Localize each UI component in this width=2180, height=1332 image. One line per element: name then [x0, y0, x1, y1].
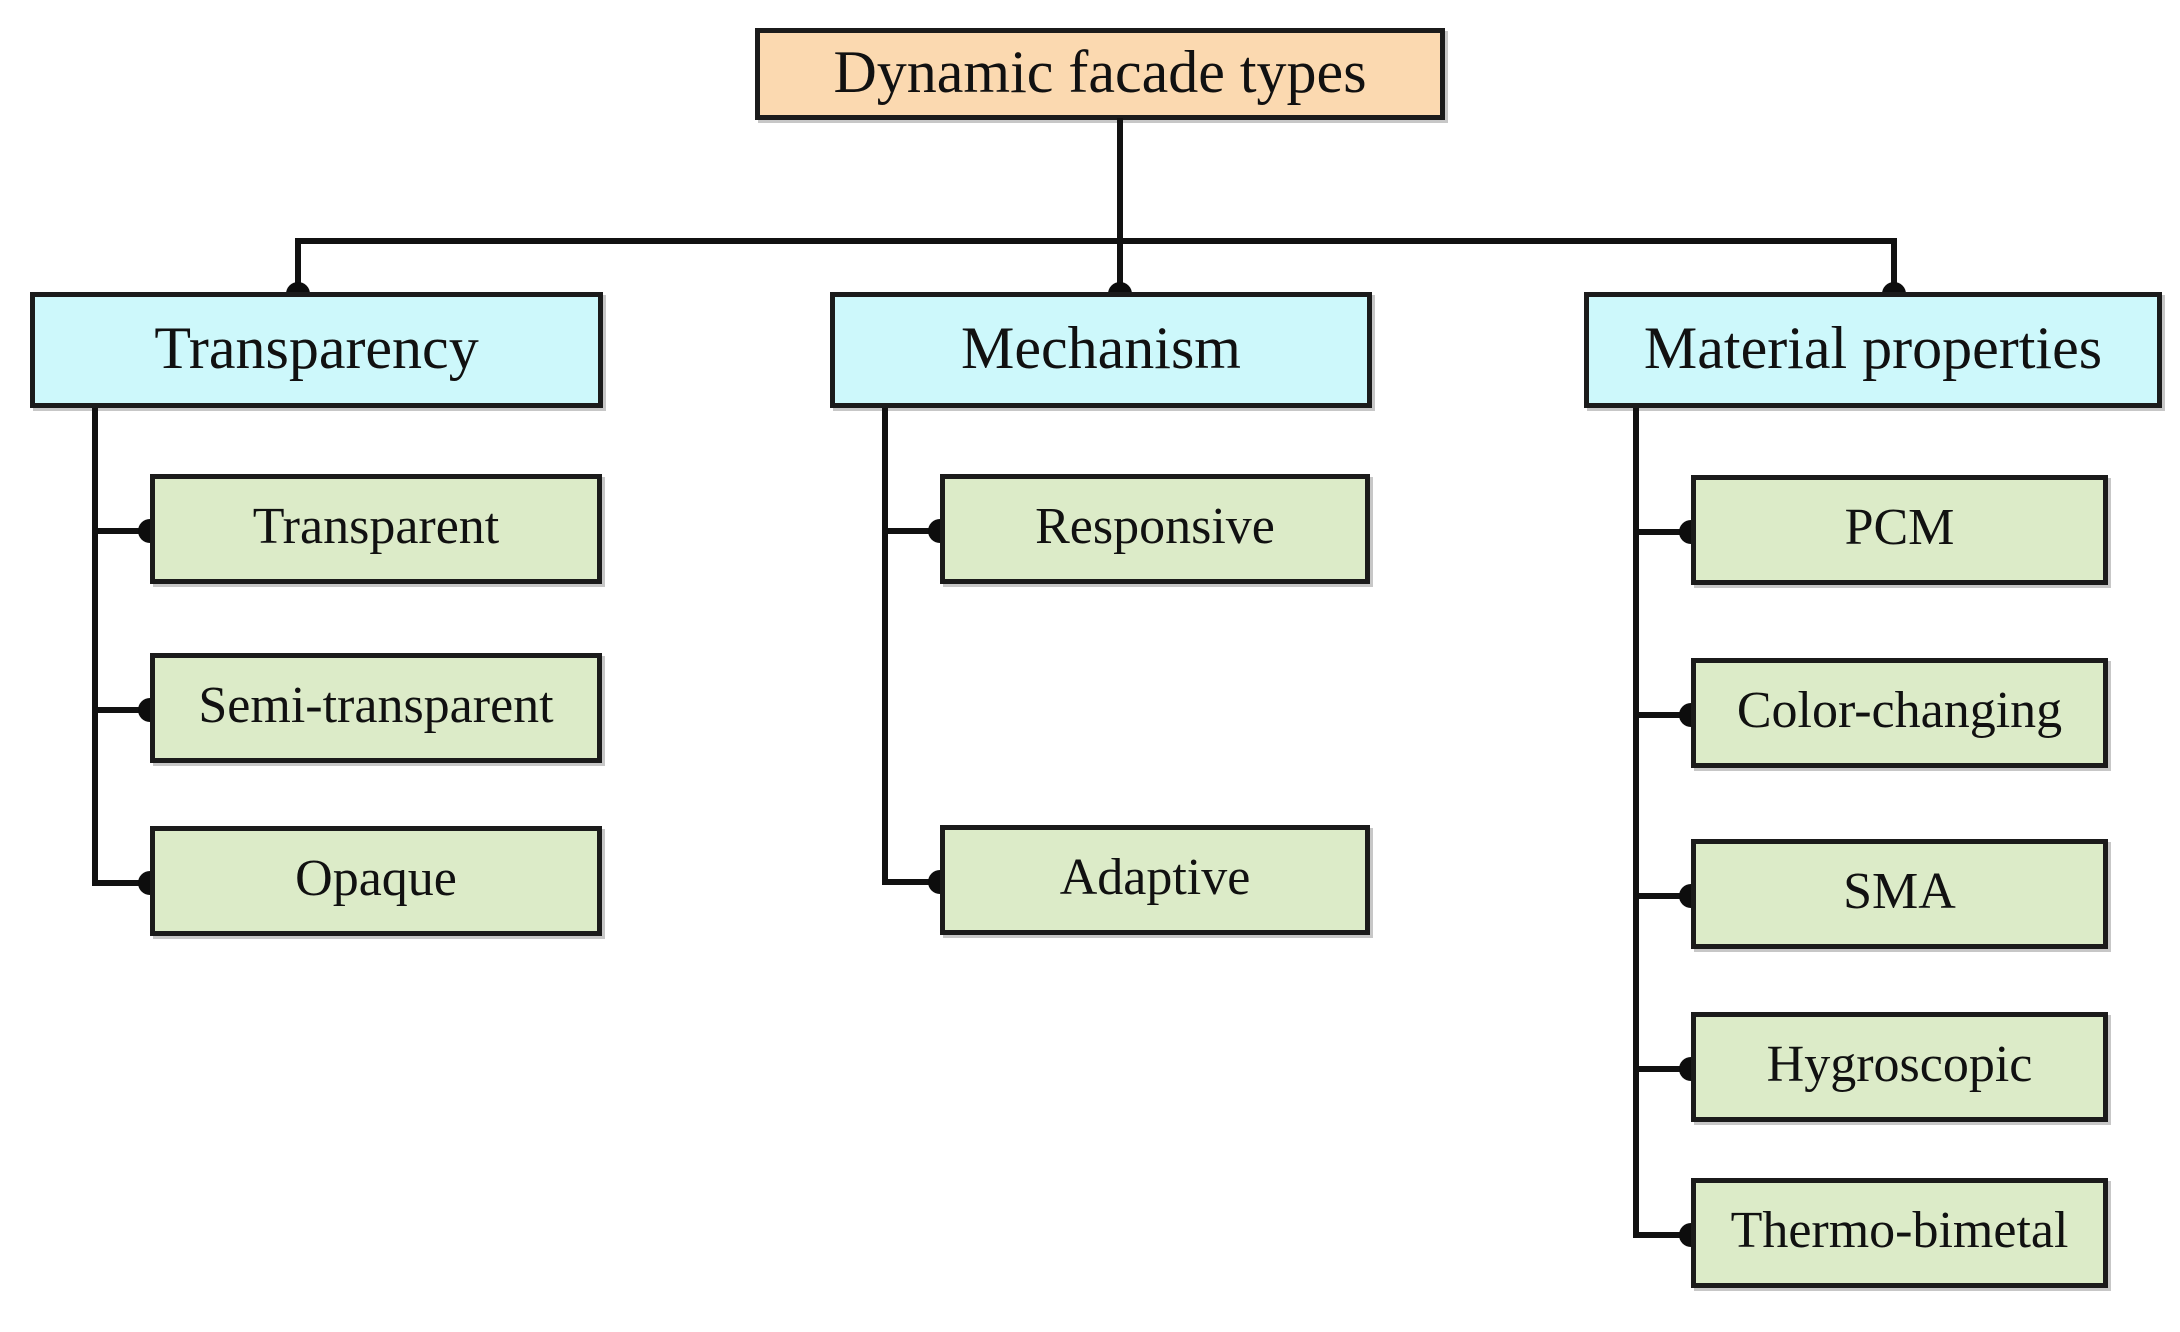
node-label: PCM — [1844, 499, 1955, 556]
connector-stub-semi-transparent — [92, 707, 150, 713]
node-leaf-responsive[interactable]: Responsive — [940, 474, 1370, 584]
connector-stub-thermo-bimetal — [1633, 1232, 1691, 1238]
node-category-transparency[interactable]: Transparency — [30, 292, 603, 408]
node-leaf-pcm[interactable]: PCM — [1691, 475, 2108, 585]
node-label: Dynamic facade types — [833, 39, 1367, 105]
node-label: SMA — [1843, 863, 1956, 920]
node-leaf-transparent[interactable]: Transparent — [150, 474, 602, 584]
node-label: Opaque — [295, 850, 457, 907]
connector-spine-transparency — [92, 408, 98, 886]
node-label: Hygroscopic — [1766, 1036, 2033, 1093]
node-label: Thermo-bimetal — [1730, 1202, 2069, 1259]
node-label: Responsive — [1035, 498, 1275, 555]
connector-drop-transparency — [295, 238, 301, 294]
connector-drop-material — [1891, 238, 1897, 294]
node-leaf-opaque[interactable]: Opaque — [150, 826, 602, 936]
node-leaf-adaptive[interactable]: Adaptive — [940, 825, 1370, 935]
connector-stub-sma — [1633, 893, 1691, 899]
connector-stub-pcm — [1633, 529, 1691, 535]
connector-stub-responsive — [882, 528, 940, 534]
connector-stub-transparent — [92, 528, 150, 534]
node-category-material-properties[interactable]: Material properties — [1584, 292, 2162, 408]
node-leaf-sma[interactable]: SMA — [1691, 839, 2108, 949]
node-label: Semi-transparent — [198, 677, 554, 734]
node-label: Transparent — [252, 498, 500, 555]
connector-stub-color-changing — [1633, 712, 1691, 718]
connector-drop-mechanism — [1117, 238, 1123, 294]
connector-spine-mechanism — [882, 408, 888, 885]
connector-stub-opaque — [92, 880, 150, 886]
node-leaf-color-changing[interactable]: Color-changing — [1691, 658, 2108, 768]
connector-spine-material — [1633, 408, 1639, 1238]
connector-root-stem — [1117, 118, 1123, 242]
node-label: Adaptive — [1059, 849, 1251, 906]
node-category-mechanism[interactable]: Mechanism — [830, 292, 1372, 408]
node-label: Mechanism — [961, 315, 1241, 381]
connector-stub-adaptive — [882, 879, 940, 885]
connector-bus — [295, 238, 1897, 244]
node-label: Color-changing — [1736, 682, 2063, 739]
node-leaf-hygroscopic[interactable]: Hygroscopic — [1691, 1012, 2108, 1122]
node-leaf-semi-transparent[interactable]: Semi-transparent — [150, 653, 602, 763]
node-label: Transparency — [154, 315, 479, 381]
node-leaf-thermo-bimetal[interactable]: Thermo-bimetal — [1691, 1178, 2108, 1288]
connector-stub-hygroscopic — [1633, 1066, 1691, 1072]
node-label: Material properties — [1643, 315, 2103, 381]
node-root-dynamic-facade-types[interactable]: Dynamic facade types — [755, 28, 1445, 120]
